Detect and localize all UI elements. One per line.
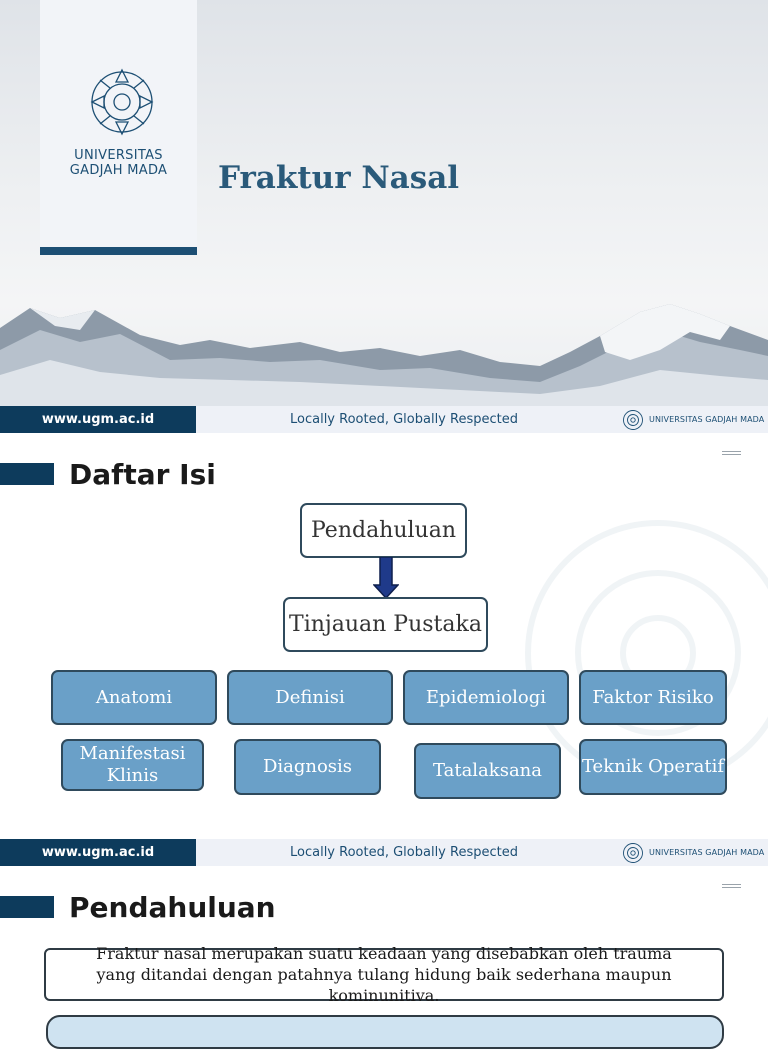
logo-text-line2: GADJAH MADA xyxy=(69,163,168,178)
mountain-landscape-image xyxy=(0,304,768,410)
ugm-small-emblem-icon xyxy=(623,409,643,430)
logo-text-line1: UNIVERSITAS xyxy=(74,148,163,163)
slide-title: Fraktur Nasal xyxy=(218,160,460,196)
footer-bar: www.ugm.ac.id Locally Rooted, Globally R… xyxy=(0,406,768,433)
logo-card: UNIVERSITAS GADJAH MADA xyxy=(40,0,197,255)
heading-accent-bar xyxy=(0,463,54,485)
next-content-box xyxy=(46,1015,724,1049)
node-epidemiologi[interactable]: Epidemiologi xyxy=(403,670,569,725)
node-tinjauan-pustaka[interactable]: Tinjauan Pustaka xyxy=(283,597,488,652)
node-faktor-risiko[interactable]: Faktor Risiko xyxy=(579,670,727,725)
menu-lines-icon xyxy=(722,884,741,890)
ugm-small-emblem-icon xyxy=(623,842,643,863)
footer-tagline: Locally Rooted, Globally Respected xyxy=(290,845,518,860)
footer-tagline: Locally Rooted, Globally Respected xyxy=(290,412,518,427)
node-teknik-operatif[interactable]: Teknik Operatif xyxy=(579,739,727,795)
node-anatomi[interactable]: Anatomi xyxy=(51,670,217,725)
intro-heading: Pendahuluan xyxy=(69,891,276,924)
footer-bar-2: www.ugm.ac.id Locally Rooted, Globally R… xyxy=(0,839,768,866)
node-tatalaksana[interactable]: Tatalaksana xyxy=(414,743,561,799)
contents-heading: Daftar Isi xyxy=(69,458,216,491)
node-definisi[interactable]: Definisi xyxy=(227,670,393,725)
menu-lines-icon xyxy=(722,451,741,457)
footer-url[interactable]: www.ugm.ac.id xyxy=(0,839,196,866)
footer-brand: UNIVERSITAS GADJAH MADA xyxy=(622,842,764,863)
logo-card-accent-bar xyxy=(40,247,197,255)
node-manifestasi-klinis[interactable]: Manifestasi Klinis xyxy=(61,739,204,791)
title-slide: UNIVERSITAS GADJAH MADA Fraktur Nasal ww… xyxy=(0,0,768,433)
heading-accent-bar xyxy=(0,896,54,918)
footer-url[interactable]: www.ugm.ac.id xyxy=(0,406,196,433)
footer-brand-text: UNIVERSITAS GADJAH MADA xyxy=(649,848,765,857)
node-pendahuluan[interactable]: Pendahuluan xyxy=(300,503,467,558)
node-diagnosis[interactable]: Diagnosis xyxy=(234,739,381,795)
down-arrow-icon xyxy=(373,557,399,599)
ugm-emblem-icon xyxy=(90,68,154,136)
definition-box: Fraktur nasal merupakan suatu keadaan ya… xyxy=(44,944,724,1005)
footer-brand: UNIVERSITAS GADJAH MADA xyxy=(622,409,764,430)
footer-brand-text: UNIVERSITAS GADJAH MADA xyxy=(649,415,765,424)
definition-text: Fraktur nasal merupakan suatu keadaan ya… xyxy=(96,944,672,1005)
